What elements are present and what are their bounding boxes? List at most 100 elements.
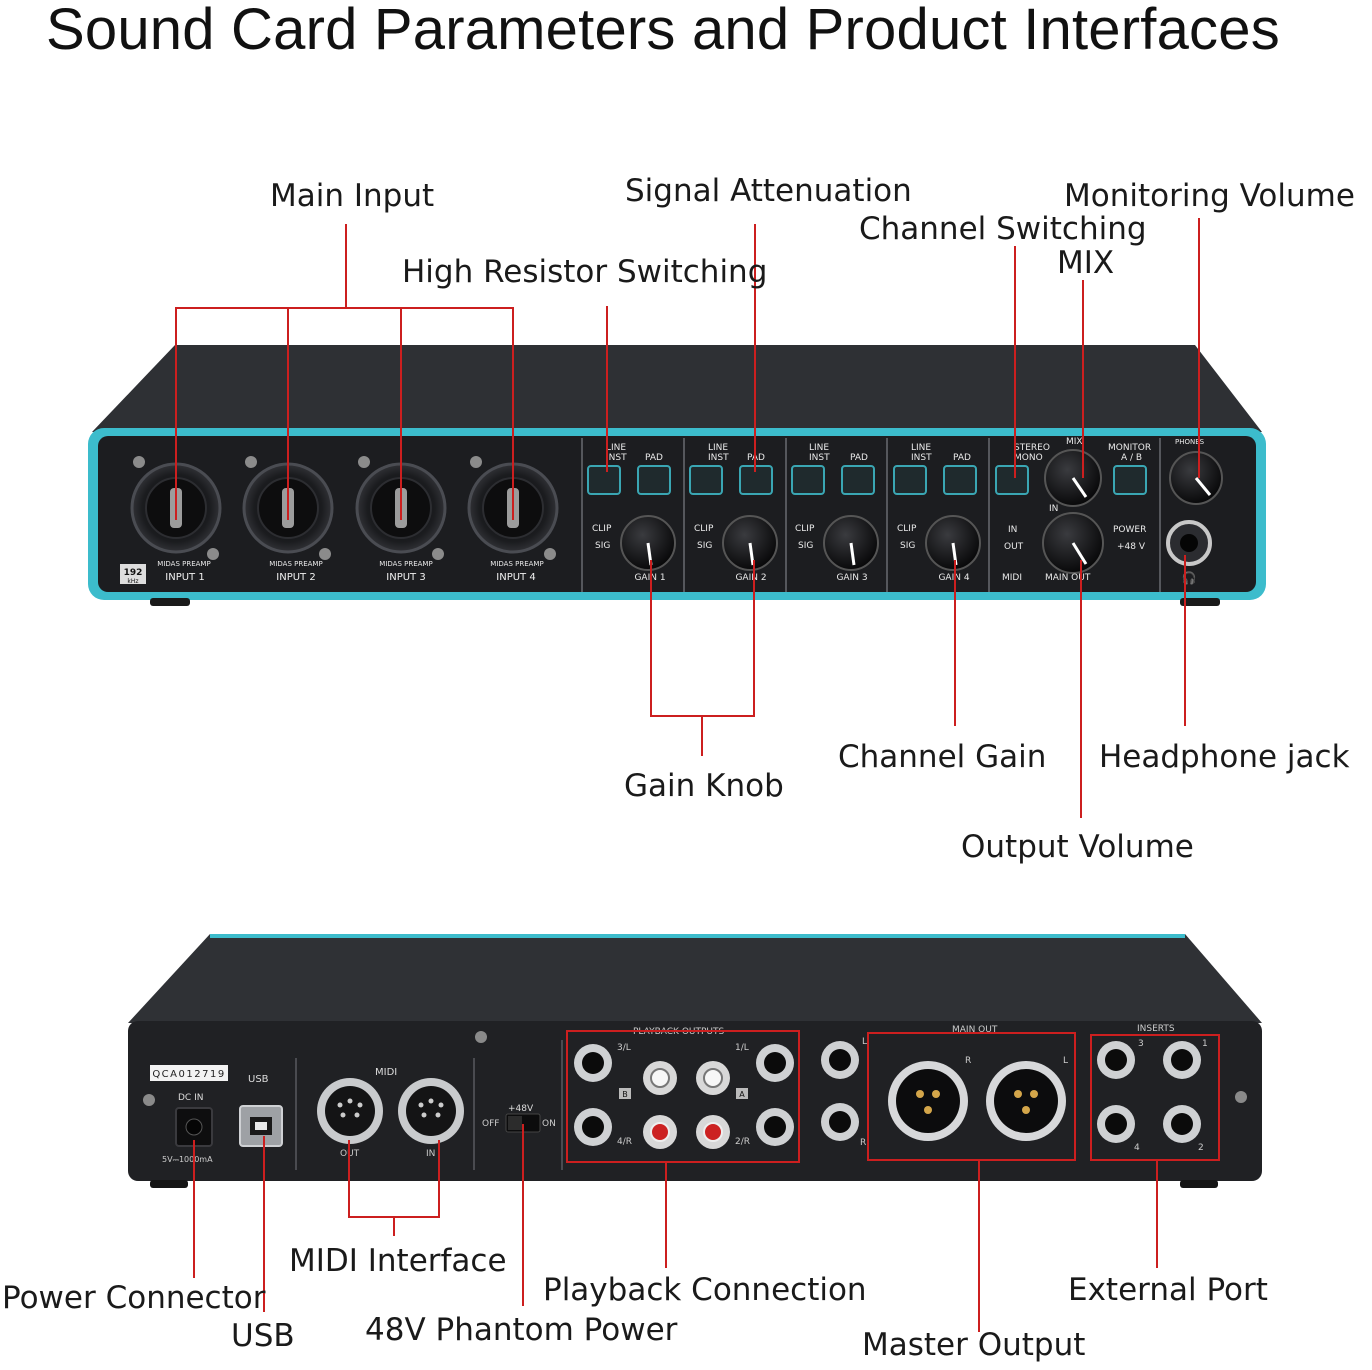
inserts-label: INSERTS: [1137, 1024, 1175, 1034]
pad-label-3: PAD: [850, 453, 868, 463]
preamp-label-1: MIDAS PREAMP: [157, 560, 210, 568]
midi-in-port: [398, 1078, 464, 1144]
plus48v-label: +48 V: [1117, 542, 1146, 552]
gain-label-3: GAIN 3: [836, 573, 867, 583]
samplerate-badge: [120, 564, 146, 584]
callout-channel-switching: Channel Switching: [859, 211, 1147, 247]
insert-4-label: 4: [1134, 1143, 1140, 1153]
midi-out-rear-label: OUT: [340, 1149, 360, 1159]
main-r-label: R: [965, 1056, 971, 1066]
channel-strip-1: [587, 465, 676, 571]
a-label: A: [739, 1090, 745, 1099]
channel-strip-4: [893, 465, 981, 571]
preamp-label-3: MIDAS PREAMP: [379, 560, 432, 568]
inst-label-2: INST: [708, 453, 729, 463]
inst-label-3: INST: [809, 453, 830, 463]
main-out-rear-label: MAIN OUT: [952, 1025, 998, 1035]
callout-gain-knob: Gain Knob: [624, 768, 784, 804]
preamp-label-4: MIDAS PREAMP: [490, 560, 543, 568]
input-label-1: INPUT 1: [165, 572, 204, 583]
channel-strip-3: [791, 465, 879, 571]
input-label-3: INPUT 3: [386, 572, 425, 583]
dc-in-label: DC IN: [178, 1093, 203, 1103]
callout-high-resistor-switching: High Resistor Switching: [402, 254, 768, 290]
serial-number: QCA012719: [152, 1069, 225, 1080]
callout-power-connector: Power Connector: [2, 1280, 266, 1316]
pad-label-4: PAD: [953, 453, 971, 463]
callout-master-output: Master Output: [862, 1327, 1086, 1363]
line-label-3: LINE: [809, 443, 829, 453]
clip-label-2: CLIP: [694, 524, 714, 534]
pad-label-2: PAD: [747, 453, 765, 463]
callout-external-port: External Port: [1068, 1272, 1268, 1308]
mono-label: MONO: [1014, 453, 1043, 463]
preamp-label-2: MIDAS PREAMP: [269, 560, 322, 568]
ch-1l-label: 1/L: [735, 1043, 749, 1053]
ch-4r-label: 4/R: [617, 1137, 632, 1147]
callout-midi-interface: MIDI Interface: [289, 1243, 507, 1279]
v48-on-label: ON: [542, 1119, 556, 1129]
midi-out-port: [317, 1078, 383, 1144]
sig-label-2: SIG: [697, 541, 712, 551]
midi-label: MIDI: [1002, 573, 1022, 583]
badge-text-192: 192: [124, 568, 143, 578]
monitor-section: [995, 449, 1223, 574]
clip-label-1: CLIP: [592, 524, 612, 534]
page-title: Sound Card Parameters and Product Interf…: [46, 0, 1280, 62]
mix-label: MIX: [1066, 437, 1083, 447]
phones-label: PHONES: [1175, 438, 1205, 446]
callout-monitoring-volume: Monitoring Volume: [1064, 178, 1355, 214]
usb-label: USB: [248, 1074, 269, 1085]
sig-label-1: SIG: [595, 541, 610, 551]
midi-in-rear-label: IN: [426, 1149, 435, 1159]
main-out-label: MAIN OUT: [1045, 573, 1091, 583]
ab-label: A / B: [1121, 453, 1142, 463]
midi-in-label: IN: [1008, 525, 1017, 535]
v48-off-label: OFF: [482, 1119, 499, 1129]
callout-channel-gain: Channel Gain: [838, 739, 1047, 775]
serial-sticker: [150, 1065, 228, 1081]
side-l-label: L: [862, 1037, 867, 1047]
ch-3l-label: 3/L: [617, 1043, 631, 1053]
side-r-label: R: [860, 1138, 866, 1148]
stereo-label: STEREO: [1014, 443, 1050, 453]
insert-3-label: 3: [1138, 1039, 1144, 1049]
main-out-xlr-left: [986, 1061, 1066, 1141]
input-label-2: INPUT 2: [276, 572, 315, 583]
line-label-2: LINE: [708, 443, 728, 453]
channel-strip-2: [689, 465, 778, 571]
badge-text-khz: kHz: [127, 578, 138, 585]
playback-outputs-label: PLAYBACK OUTPUTS: [633, 1027, 725, 1037]
insert-2-label: 2: [1198, 1143, 1204, 1153]
callout-mix: MIX: [1057, 245, 1115, 281]
midi-out-label: OUT: [1004, 542, 1024, 552]
pad-label-1: PAD: [645, 453, 663, 463]
inst-label-4: INST: [911, 453, 932, 463]
v48-label: +48V: [508, 1104, 534, 1114]
clip-label-3: CLIP: [795, 524, 815, 534]
line-label-4: LINE: [911, 443, 931, 453]
sig-label-3: SIG: [798, 541, 813, 551]
callout-signal-attenuation: Signal Attenuation: [625, 173, 912, 209]
callout-48v-phantom-power: 48V Phantom Power: [365, 1312, 678, 1348]
midi-rear-label: MIDI: [375, 1067, 397, 1078]
line-label-1: LINE: [606, 443, 626, 453]
callout-headphone-jack: Headphone jack: [1099, 739, 1350, 775]
callout-main-input: Main Input: [270, 178, 435, 214]
sig-label-4: SIG: [900, 541, 915, 551]
clip-label-4: CLIP: [897, 524, 917, 534]
callout-usb: USB: [231, 1318, 295, 1354]
main-out-xlr-right: [888, 1061, 968, 1141]
ch-2r-label: 2/R: [735, 1137, 750, 1147]
b-label: B: [622, 1090, 628, 1099]
input-label-4: INPUT 4: [496, 572, 535, 583]
inst-label-1: INST: [606, 453, 627, 463]
monitor-label: MONITOR: [1108, 443, 1151, 453]
power-label: POWER: [1113, 525, 1146, 535]
rear-top-surface: [128, 934, 1262, 1023]
callout-playback-connection: Playback Connection: [543, 1272, 867, 1308]
mix-in-label: IN: [1049, 504, 1058, 514]
rear-face: [128, 1021, 1262, 1181]
main-l-label: L: [1063, 1056, 1068, 1066]
insert-1-label: 1: [1202, 1039, 1208, 1049]
